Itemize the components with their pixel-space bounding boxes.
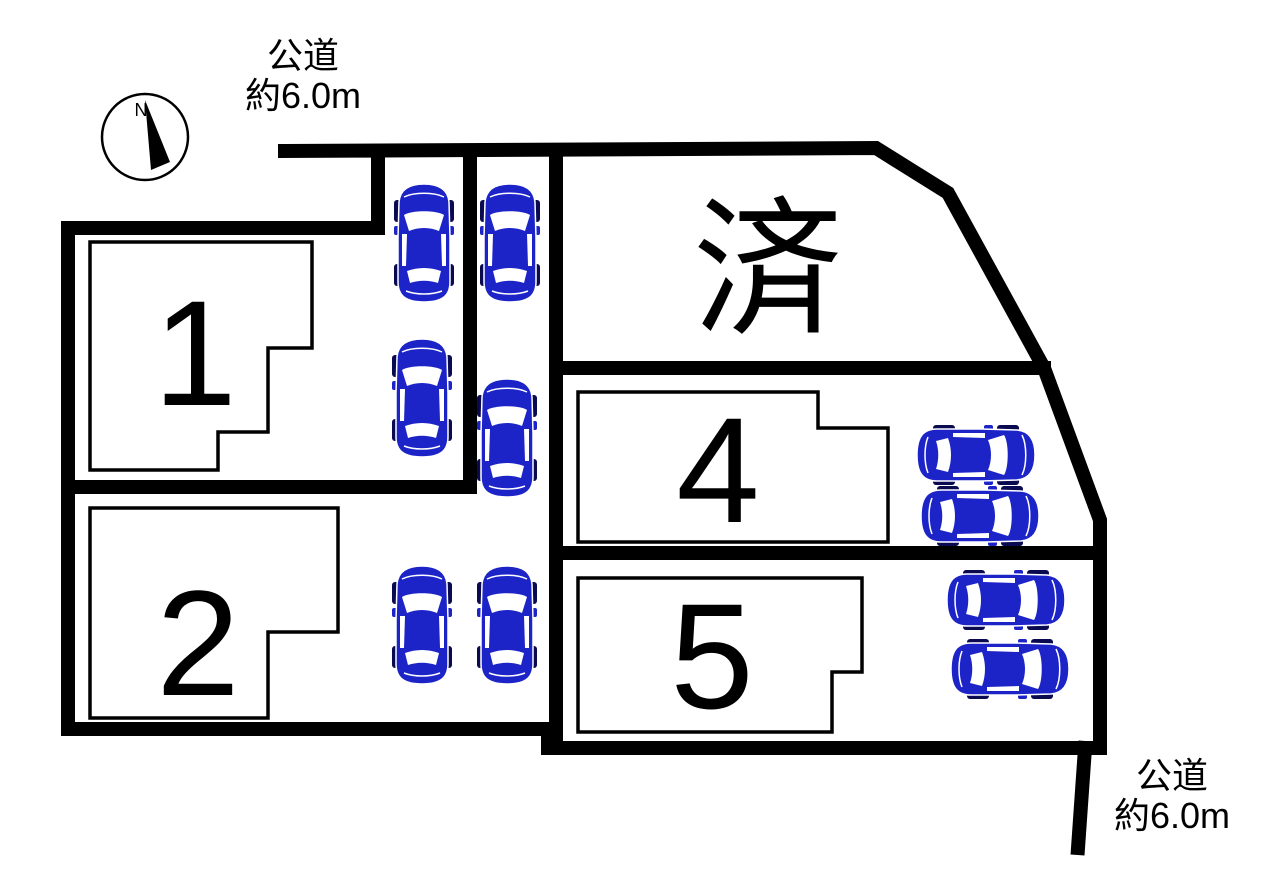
compass-needle [145, 100, 170, 170]
road-width-text: 約6.0m [1114, 795, 1230, 836]
compass-north-label: N [135, 100, 148, 120]
plot-4-house-outline [576, 390, 890, 544]
car-icon-7 [916, 425, 1036, 485]
plot-2-house-outline [88, 506, 340, 720]
road-width-text: 約6.0m [245, 75, 361, 116]
bottom-right-road-edge-line [1070, 740, 1093, 856]
site-outer-boundary [61, 140, 1107, 755]
plot-5-label: 5 [670, 572, 753, 740]
road-label-top: 公道 約6.0m [245, 35, 361, 116]
car-icon-2 [480, 183, 540, 303]
car-icon-8 [920, 486, 1040, 546]
plot-5-house-outline [576, 576, 864, 734]
road-name-text: 公道 [267, 35, 339, 76]
plot-4: 4 [576, 386, 890, 554]
plot-4-label: 4 [676, 386, 759, 554]
car-icon-6 [477, 565, 537, 685]
car-icon-3 [392, 338, 452, 458]
plot-1-label: 1 [153, 269, 236, 437]
compass: N [100, 92, 190, 182]
plot-sold-label: 済 [693, 186, 843, 354]
road-name-text: 公道 [1136, 755, 1208, 796]
plot-sold: 済 [693, 186, 843, 354]
plot-5: 5 [576, 572, 864, 740]
plot-1: 1 [88, 240, 314, 472]
plot-2: 2 [88, 506, 340, 727]
plot-1-house-outline [88, 240, 314, 472]
car-icon-9 [946, 570, 1066, 630]
plot-2-label: 2 [156, 559, 239, 727]
car-icon-1 [394, 183, 454, 303]
car-icon-5 [392, 565, 452, 685]
car-icon-4 [477, 378, 537, 498]
car-icon-10 [950, 639, 1070, 699]
road-label-bottom: 公道 約6.0m [1114, 755, 1230, 836]
